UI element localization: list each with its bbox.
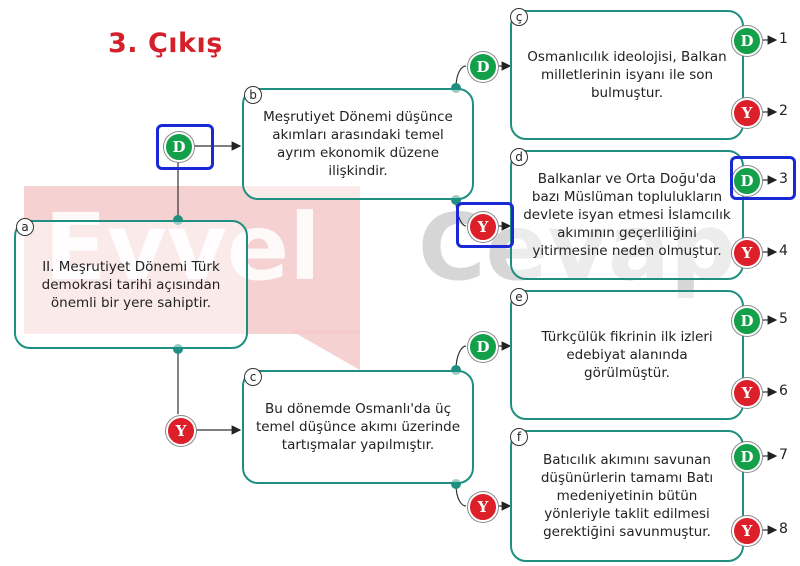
false-badge-c: Y — [468, 492, 498, 522]
statement-label-e: e — [510, 288, 528, 306]
statement-box-d: Balkanlar ve Orta Doğu'da bazı Müslüman … — [510, 150, 744, 280]
exit-number-2: 2 — [779, 103, 788, 119]
statement-box-a: II. Meşrutiyet Dönemi Türk demokrasi tar… — [14, 220, 248, 349]
statement-text-b: Meşrutiyet Dönemi düşünce akımları arası… — [263, 109, 453, 179]
false-badge-f: Y — [732, 516, 762, 546]
highlight-true-a — [156, 124, 214, 170]
statement-text-c: Bu dönemde Osmanlı'da üç temel düşünce a… — [255, 401, 461, 453]
false-badge-b: Y — [468, 212, 498, 242]
statement-box-e: Türkçülük fikrinin ilk izleri edebiyat a… — [510, 290, 744, 420]
statement-label-b: b — [244, 86, 262, 104]
statement-text-d: Balkanlar ve Orta Doğu'da bazı Müslüman … — [523, 171, 731, 259]
statement-box-c: Bu dönemde Osmanlı'da üç temel düşünce a… — [242, 370, 474, 484]
statement-label-f: f — [510, 428, 528, 446]
exit-number-3: 3 — [779, 171, 788, 187]
false-badge-d: Y — [732, 238, 762, 268]
statement-text-a: II. Meşrutiyet Dönemi Türk demokrasi tar… — [41, 258, 221, 311]
false-badge-a: Y — [166, 416, 196, 446]
statement-box-f: Batıcılık akımını savunan düşünürlerin t… — [510, 430, 744, 562]
statement-label-c: c — [244, 368, 262, 386]
exit-number-4: 4 — [779, 243, 788, 259]
true-badge-cc: D — [732, 26, 762, 56]
statement-label-a: a — [16, 218, 34, 236]
exit-number-7: 7 — [779, 447, 788, 463]
statement-text-e: Türkçülük fikrinin ilk izleri edebiyat a… — [541, 329, 713, 381]
true-badge-a: D — [164, 132, 194, 162]
page-title: 3. Çıkış — [108, 28, 223, 59]
false-badge-e: Y — [732, 378, 762, 408]
statement-box-b: Meşrutiyet Dönemi düşünce akımları arası… — [242, 88, 474, 200]
statement-label-cc: ç — [510, 8, 528, 26]
statement-label-d: d — [510, 148, 528, 166]
exit-number-8: 8 — [779, 521, 788, 537]
highlight-false-b — [456, 202, 514, 248]
statement-box-cc: Osmanlıcılık ideolojisi, Balkan milletle… — [510, 10, 744, 140]
true-badge-b: D — [468, 52, 498, 82]
watermark-left-tail — [290, 330, 360, 370]
exit-number-5: 5 — [779, 311, 788, 327]
false-badge-cc: Y — [732, 98, 762, 128]
exit-number-1: 1 — [779, 31, 788, 47]
highlight-exit-3 — [730, 156, 796, 200]
true-badge-e: D — [732, 306, 762, 336]
statement-text-f: Batıcılık akımını savunan düşünürlerin t… — [540, 452, 714, 540]
true-badge-c: D — [468, 332, 498, 362]
true-badge-f: D — [732, 442, 762, 472]
true-badge-d: D — [732, 166, 762, 196]
statement-text-cc: Osmanlıcılık ideolojisi, Balkan milletle… — [527, 49, 727, 101]
exit-number-6: 6 — [779, 383, 788, 399]
